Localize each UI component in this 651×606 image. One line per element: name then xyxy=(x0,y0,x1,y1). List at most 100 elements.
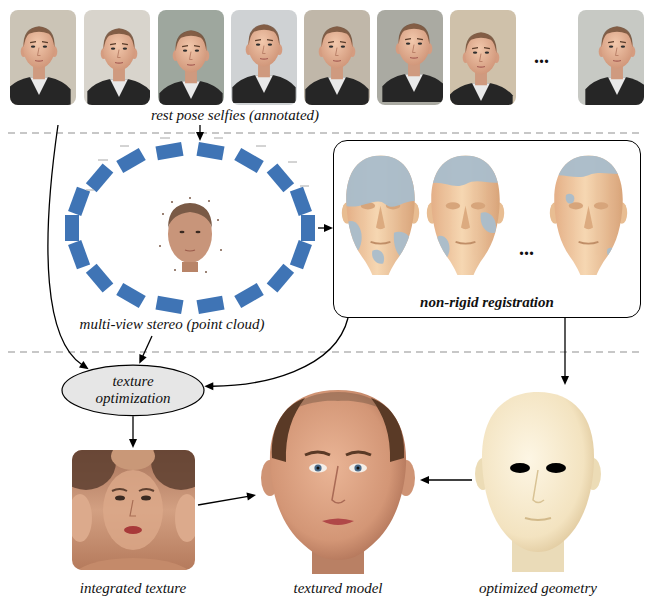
selfie-photos-part-part xyxy=(159,30,222,105)
point-cloud: multi-view stereo (point cloud) xyxy=(60,141,318,336)
integrated-texture-image-part xyxy=(141,496,151,501)
textured-model: textured model xyxy=(256,385,420,600)
geometry-model: optimized geometry xyxy=(472,385,604,600)
textured-head-part xyxy=(349,464,367,473)
selfie-photos-part xyxy=(450,10,516,105)
caption: textured model xyxy=(294,580,383,597)
arrow-line xyxy=(564,318,565,377)
integrated-texture-image-part xyxy=(112,489,154,491)
integrated-texture-image-part xyxy=(72,450,116,490)
caption: optimized geometry xyxy=(479,580,597,597)
arrow-head xyxy=(561,376,569,385)
process-ellipse: texture optimization xyxy=(61,364,205,417)
integrated-texture-image-part xyxy=(72,494,92,542)
flow-arrow xyxy=(318,224,333,232)
caption: rest pose selfies (annotated) xyxy=(151,107,319,124)
selfie-photos-part-part xyxy=(382,23,443,102)
separator xyxy=(8,133,643,352)
textured-head-part xyxy=(290,392,386,410)
selfie-photos-part xyxy=(578,10,644,105)
selfie-photos-part xyxy=(377,10,443,105)
point-cloud-head-part-part xyxy=(220,249,222,251)
textured-head-part xyxy=(314,464,321,471)
registration-heads-part xyxy=(548,150,629,275)
integrated-texture-image-part xyxy=(115,496,125,501)
integrated-texture-image-part xyxy=(151,450,195,490)
registration-heads-part-part xyxy=(548,150,629,258)
camera-ring-part xyxy=(290,240,312,269)
arrow-head xyxy=(204,382,213,390)
point-cloud-head-part-part xyxy=(162,213,164,215)
selfie-photos-part-part xyxy=(585,26,644,105)
camera-ring-part xyxy=(234,148,264,173)
camera-ring-part xyxy=(65,215,79,241)
camera-tags xyxy=(86,138,309,190)
selfie-photos-part-part xyxy=(232,24,295,103)
point-cloud-head-part xyxy=(168,203,212,228)
registration-heads-part-part-part xyxy=(340,150,421,207)
textured-head-part xyxy=(322,519,354,526)
arrow-head xyxy=(420,476,429,484)
camera-ring-part xyxy=(68,240,90,269)
camera-ring-part xyxy=(196,142,224,160)
arrow-line xyxy=(198,496,248,505)
point-cloud-head-part-part xyxy=(174,269,176,271)
ellipsis-mark: ... xyxy=(534,46,549,66)
integrated-texture-image-part xyxy=(175,494,195,542)
selfie-photos-part-part xyxy=(87,28,150,105)
point-cloud-head xyxy=(159,197,222,273)
registration-heads-part-part xyxy=(425,150,506,258)
registration-heads-part-part-part xyxy=(372,250,384,264)
registration-heads-part-part-part xyxy=(394,232,413,261)
camera-ring-part xyxy=(155,296,183,314)
registration-heads-part-part xyxy=(340,150,421,264)
integrated-texture-image-part xyxy=(111,450,155,470)
registration-heads-part xyxy=(340,150,421,275)
point-cloud-head-part xyxy=(180,231,185,234)
flow-arrow xyxy=(196,125,204,141)
caption: non-rigid registration xyxy=(420,294,554,311)
geometry-head-part xyxy=(482,392,594,552)
selfie-photos-part xyxy=(158,10,224,105)
flow-arrow xyxy=(48,125,89,369)
flow-arrow xyxy=(139,336,152,364)
arrow-head xyxy=(324,224,333,232)
camera-ring-part xyxy=(196,296,224,314)
arrow-head xyxy=(246,493,256,501)
point-cloud-head-part-part xyxy=(217,219,219,221)
selfie-photos-part-part xyxy=(231,10,297,105)
textured-head-part xyxy=(354,464,361,471)
photo-strip: rest pose selfies (annotated) xyxy=(8,8,647,125)
textured-head-part xyxy=(317,467,320,470)
textured-head-part xyxy=(332,466,345,503)
separator-part xyxy=(8,132,643,134)
camera-ring xyxy=(65,142,315,314)
point-cloud-head-part xyxy=(196,231,201,234)
camera-ring-part xyxy=(68,187,90,216)
textured-head-part xyxy=(272,398,305,462)
selfie-photos-part-part xyxy=(10,26,71,105)
textured-head xyxy=(261,390,415,574)
point-cloud-head-part xyxy=(185,250,195,251)
ellipsis-mark: ... xyxy=(519,238,534,258)
selfie-photos-part-part xyxy=(450,32,513,105)
registration-heads-part-part-part xyxy=(607,248,616,258)
registration-heads xyxy=(340,150,629,275)
arrow-head xyxy=(79,361,89,369)
flow-arrow xyxy=(198,493,256,505)
flow-arrow xyxy=(129,416,137,448)
arrow-head xyxy=(196,132,204,141)
caption: multi-view stereo (point cloud) xyxy=(80,316,265,333)
camera-tags-part xyxy=(86,138,309,190)
arrow-head xyxy=(129,439,137,448)
flow-arrow xyxy=(561,318,569,385)
point-cloud-head-part-part xyxy=(159,245,161,247)
point-cloud-head-part xyxy=(159,197,222,273)
textured-head-part xyxy=(357,467,360,470)
geometry-head-part xyxy=(546,463,566,473)
point-cloud-head-part-part xyxy=(189,197,191,199)
arrow-line xyxy=(318,227,325,228)
geometry-head-part xyxy=(510,463,530,473)
registration-box: non-rigid registration xyxy=(333,140,641,318)
camera-ring-part xyxy=(155,142,183,160)
